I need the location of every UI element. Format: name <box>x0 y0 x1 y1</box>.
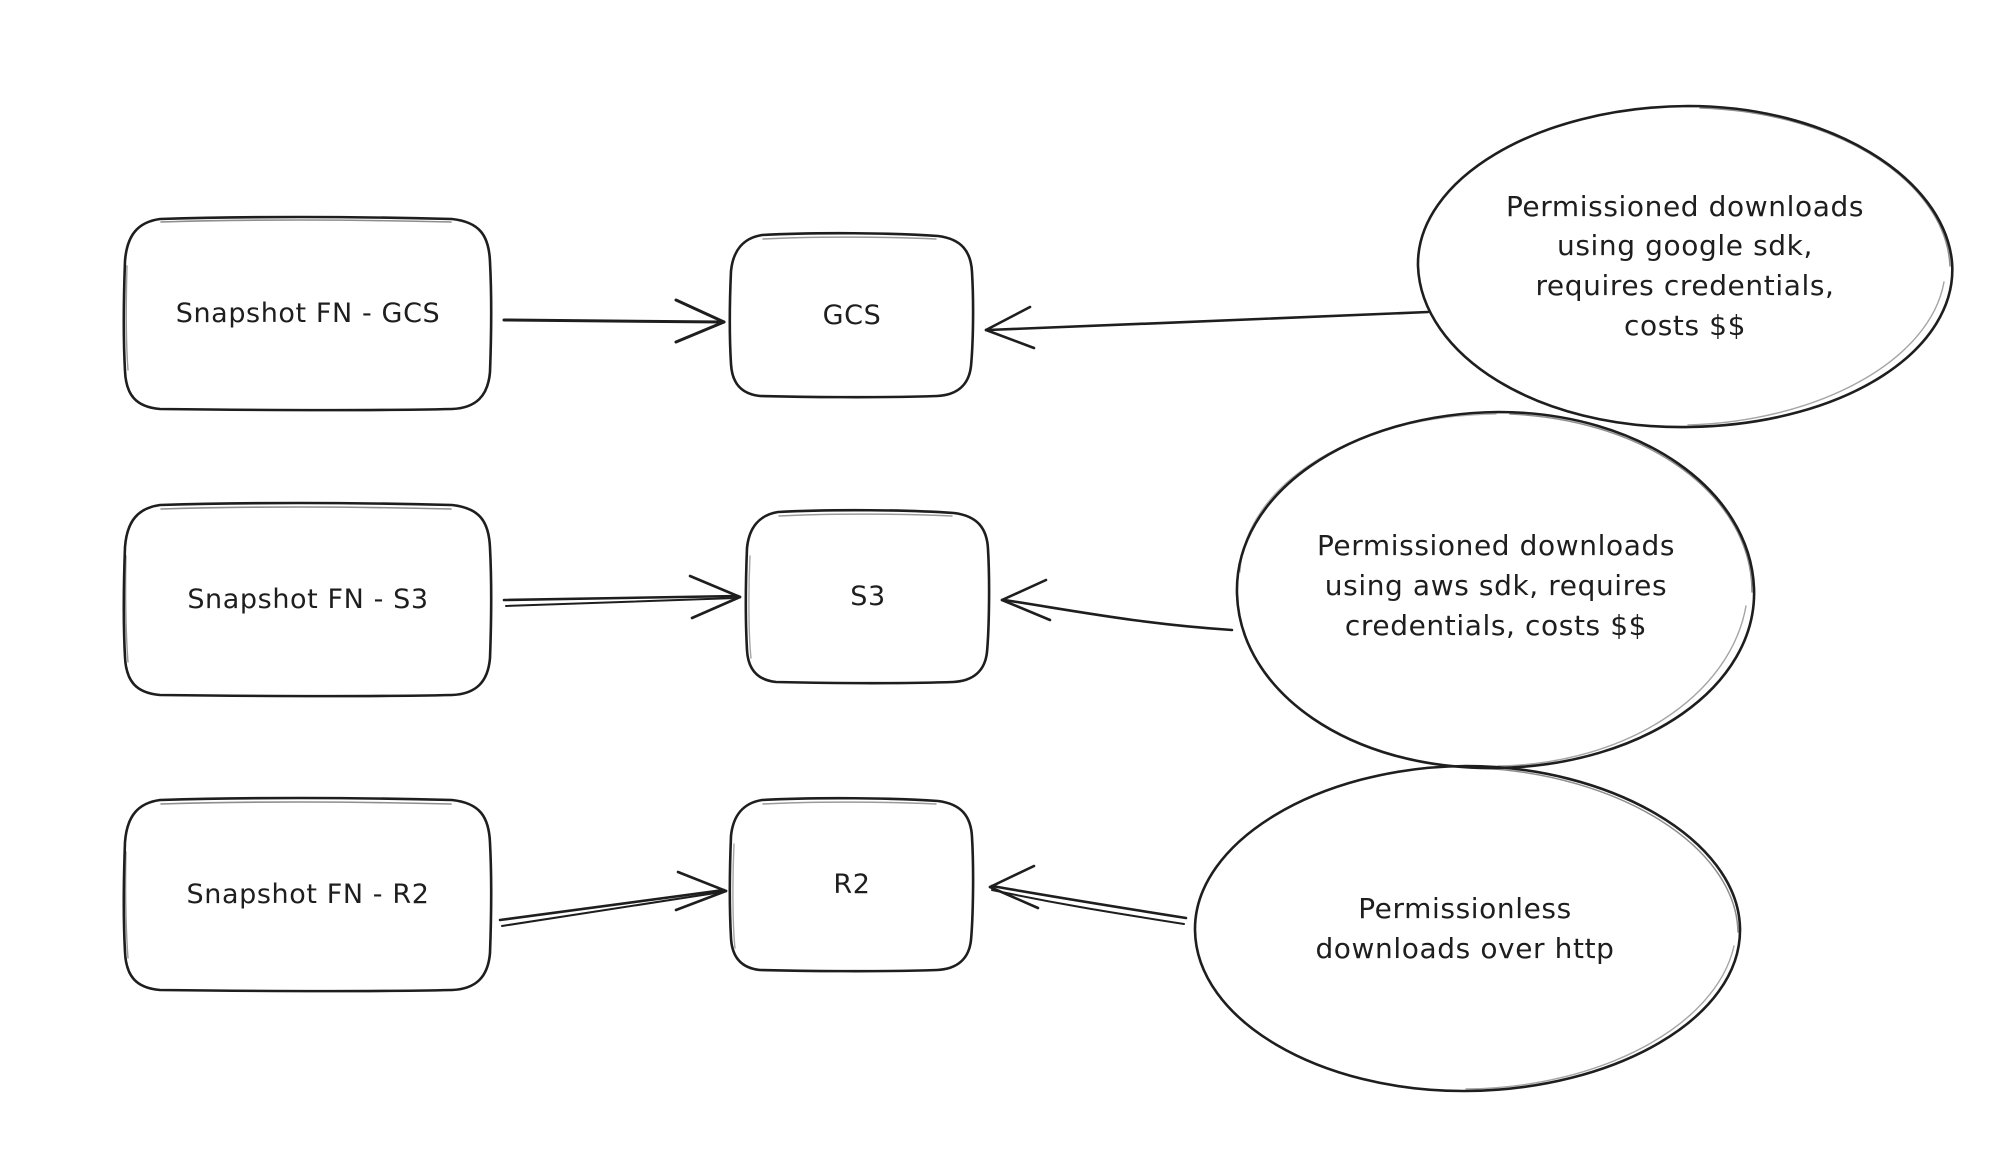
arrow-note-to-s3 <box>1000 578 1234 632</box>
target-box-gcs[interactable] <box>728 231 975 399</box>
target-box-r2[interactable] <box>728 796 975 973</box>
note-ellipse-gcs[interactable] <box>1416 104 1954 429</box>
source-box-gcs[interactable] <box>122 215 493 412</box>
note-ellipse-r2[interactable] <box>1193 764 1742 1093</box>
source-box-s3[interactable] <box>122 501 493 698</box>
arrow-source-to-s3 <box>502 574 742 620</box>
note-ellipse-s3[interactable] <box>1235 410 1756 770</box>
source-box-r2[interactable] <box>122 796 493 993</box>
arrow-source-to-r2 <box>498 870 728 927</box>
target-box-s3[interactable] <box>744 508 991 685</box>
arrow-note-to-r2 <box>988 864 1188 925</box>
arrow-note-to-gcs <box>984 305 1430 350</box>
arrow-source-to-gcs <box>502 298 726 344</box>
